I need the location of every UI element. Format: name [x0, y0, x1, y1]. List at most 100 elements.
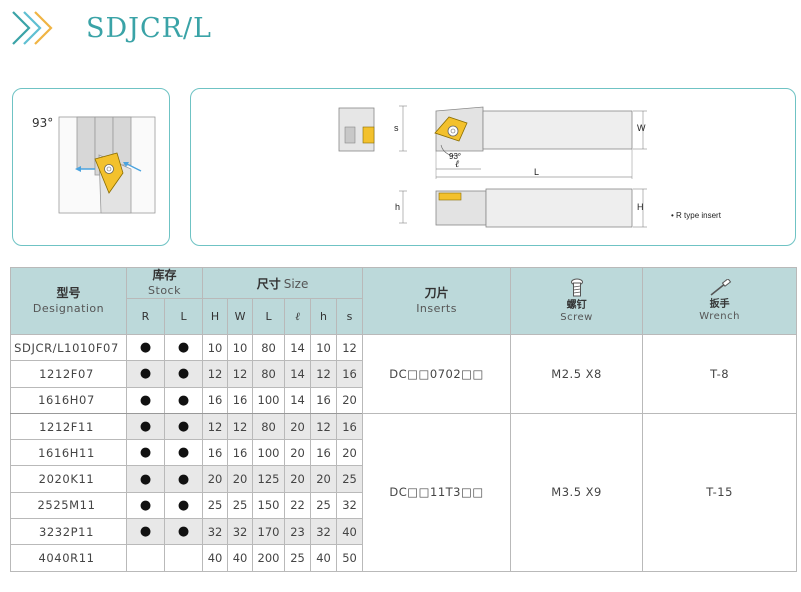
size-ell-cell: 23 — [284, 518, 312, 546]
designation-header: 型号 Designation — [10, 267, 127, 335]
designation-cell: 2020K11 — [10, 465, 127, 493]
table-row: 3232P11 ● ● 32 32 170 23 32 40 — [10, 518, 797, 546]
size-W-cell: 12 — [227, 360, 254, 388]
screw-cell: M3.5 X9 — [510, 412, 644, 572]
col-r: R — [126, 298, 165, 335]
designation-cell: 4040R11 — [10, 544, 127, 572]
size-L-cell: 170 — [252, 518, 286, 546]
size-L-cell: 80 — [252, 412, 286, 441]
holder-dimension-drawing: s W L ℓ 93° h H — [338, 105, 647, 228]
size-W-cell: 20 — [227, 465, 254, 493]
size-s-cell: 40 — [336, 518, 364, 546]
table-row: 1616H11 ● ● 16 16 100 20 16 20 — [10, 439, 797, 467]
tool-workpiece-drawing — [58, 116, 156, 214]
col-W: W — [227, 298, 254, 335]
designation-cell: SDJCR/L1010F07 — [10, 333, 127, 362]
size-h-cell: 20 — [310, 465, 338, 493]
size-W-cell: 16 — [227, 439, 254, 467]
designation-cell: 1616H11 — [10, 439, 127, 467]
dim-w-label: W — [637, 123, 646, 133]
size-L-cell: 80 — [252, 333, 286, 362]
col-l: L — [163, 298, 204, 335]
dim-h-left-label: h — [395, 202, 400, 212]
table-row: 1616H07 ● ● 16 16 100 14 16 20 — [10, 386, 797, 414]
stock-r-cell: ● — [126, 360, 165, 388]
size-s-cell: 16 — [336, 360, 364, 388]
table-row: 1212F07 ● ● 12 12 80 14 12 16 — [10, 360, 797, 388]
approach-angle-figure: 93° — [12, 88, 170, 246]
stock-l-cell: ● — [163, 491, 204, 520]
size-W-cell: 10 — [227, 333, 254, 362]
size-h-cell: 12 — [310, 360, 338, 388]
size-h-cell: 10 — [310, 333, 338, 362]
screw-header: 螺钉 Screw — [510, 267, 644, 335]
size-H-cell: 10 — [202, 333, 229, 362]
wrench-cell: T-8 — [642, 334, 798, 414]
size-H-cell: 25 — [202, 491, 229, 520]
size-L-cell: 100 — [252, 386, 286, 414]
stock-l-cell: ● — [163, 439, 204, 467]
size-h-cell: 32 — [310, 518, 338, 546]
size-ell-cell: 20 — [284, 465, 312, 493]
table-row: 1212F11 ● ● 12 12 80 20 12 16 DC□□11T3□□… — [10, 412, 798, 572]
wrench-header: 扳手 Wrench — [642, 267, 798, 335]
stock-r-cell: ● — [126, 491, 165, 520]
size-h-cell: 25 — [310, 491, 338, 520]
stock-l-cell — [163, 544, 204, 572]
page-header: SDJCR/L — [10, 8, 212, 48]
inserts-header: 刀片 Inserts — [362, 267, 512, 335]
size-ell-cell: 14 — [284, 386, 312, 414]
stock-header: 库存 Stock — [125, 267, 204, 299]
size-s-cell: 20 — [336, 439, 364, 467]
stock-r-cell: ● — [126, 386, 165, 414]
feed-arrow-diagonal-icon — [123, 162, 129, 167]
r-type-insert-note: • R type insert — [671, 211, 721, 220]
designation-cell: 1616H07 — [10, 386, 127, 414]
table-row: 4040R11 40 40 200 25 40 50 — [10, 544, 797, 572]
dim-l-label: L — [534, 167, 539, 177]
size-W-cell: 25 — [227, 491, 254, 520]
col-ell: ℓ — [284, 298, 312, 335]
stock-l-cell: ● — [163, 465, 204, 493]
screw-icon — [570, 278, 583, 297]
feed-arrow-left-icon — [75, 166, 81, 172]
size-h-cell: 40 — [310, 544, 338, 572]
size-ell-cell: 22 — [284, 491, 312, 520]
size-L-cell: 150 — [252, 491, 286, 520]
screw-cell: M2.5 X8 — [510, 334, 644, 414]
size-h-cell: 12 — [310, 412, 338, 441]
size-s-cell: 12 — [336, 333, 364, 362]
col-h: h — [310, 298, 338, 335]
size-W-cell: 32 — [227, 518, 254, 546]
stock-l-cell: ● — [163, 333, 204, 362]
stock-l-cell: ● — [163, 386, 204, 414]
size-ell-cell: 20 — [284, 439, 312, 467]
stock-l-cell: ● — [163, 412, 204, 441]
dim-s-label: s — [394, 123, 399, 133]
designation-cell: 1212F07 — [10, 360, 127, 388]
size-W-cell: 12 — [227, 412, 254, 441]
stock-l-cell: ● — [163, 360, 204, 388]
size-H-cell: 12 — [202, 412, 229, 441]
size-L-cell: 100 — [252, 439, 286, 467]
dimension-figure: s W L ℓ 93° h H • R type insert — [190, 88, 796, 246]
size-H-cell: 40 — [202, 544, 229, 572]
size-s-cell: 50 — [336, 544, 364, 572]
size-H-cell: 16 — [202, 439, 229, 467]
size-L-cell: 125 — [252, 465, 286, 493]
size-ell-cell: 25 — [284, 544, 312, 572]
size-ell-cell: 20 — [284, 412, 312, 441]
dim-angle-label: 93° — [449, 152, 461, 161]
stock-r-cell: ● — [126, 412, 165, 441]
size-H-cell: 16 — [202, 386, 229, 414]
size-H-cell: 32 — [202, 518, 229, 546]
stock-r-cell — [126, 544, 165, 572]
size-L-cell: 200 — [252, 544, 286, 572]
table-row: 2525M11 ● ● 25 25 150 22 25 32 — [10, 491, 797, 520]
size-H-cell: 20 — [202, 465, 229, 493]
chevron-right-icon — [12, 11, 53, 45]
insert-cell: DC□□0702□□ — [362, 334, 512, 414]
size-h-cell: 16 — [310, 386, 338, 414]
